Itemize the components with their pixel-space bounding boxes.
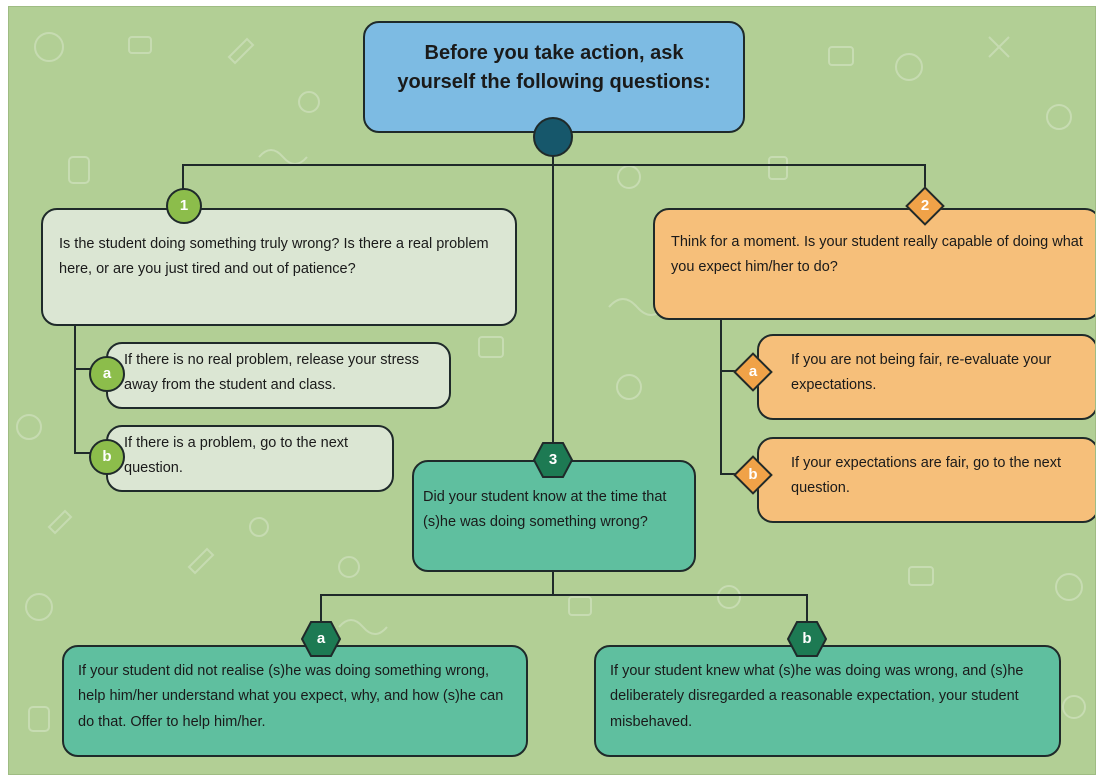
question-2-number: 2 (920, 197, 930, 214)
question-3-option-a-box: If your student did not realise (s)he wa… (62, 645, 528, 757)
question-1-option-b-letter: b (102, 448, 112, 465)
question-2-option-a-letter: a (748, 363, 758, 380)
question-1-option-b-box: If there is a problem, go to the next qu… (106, 425, 394, 492)
hexagon-icon (533, 442, 573, 478)
question-2-box: Think for a moment. Is your student real… (653, 208, 1095, 320)
question-1-number-badge: 1 (166, 188, 202, 224)
question-2-option-a-text: If you are not being fair, re-evaluate y… (791, 352, 1052, 394)
question-1-option-b-badge: b (89, 439, 125, 475)
question-1-option-b-text: If there is a problem, go to the next qu… (124, 435, 349, 477)
question-1-option-a-text: If there is no real problem, release you… (124, 352, 419, 394)
question-3-text: Did your student know at the time that (… (423, 489, 667, 531)
question-3-option-b-text: If your student knew what (s)he was doin… (610, 663, 1024, 730)
title-line-2: yourself the following questions: (397, 71, 711, 93)
question-1-option-a-box: If there is no real problem, release you… (106, 342, 451, 409)
question-2-option-a-box: If you are not being fair, re-evaluate y… (757, 334, 1095, 420)
question-3-option-a-letter: a (316, 630, 326, 647)
question-3-option-b-letter: b (802, 630, 812, 647)
title-box: Before you take action, ask yourself the… (363, 21, 745, 133)
title-connector-dot (533, 117, 573, 157)
question-3-option-a-badge: a (301, 621, 341, 657)
top-branch-line (182, 164, 926, 191)
hexagon-icon (301, 621, 341, 657)
question-3-number: 3 (548, 451, 558, 468)
question-2-option-b-box: If your expectations are fair, go to the… (757, 437, 1095, 523)
question-2-option-b-letter: b (748, 466, 758, 483)
q3-branch-b (553, 594, 808, 627)
title-line-1: Before you take action, ask (424, 42, 684, 64)
question-2-text: Think for a moment. Is your student real… (671, 234, 1083, 276)
question-1-box: Is the student doing something truly wro… (41, 208, 517, 326)
hexagon-icon (787, 621, 827, 657)
question-1-text: Is the student doing something truly wro… (59, 236, 489, 278)
q3-branch-a (320, 571, 554, 627)
question-1-option-a-letter: a (102, 365, 112, 382)
question-2-option-b-text: If your expectations are fair, go to the… (791, 455, 1062, 497)
question-3-option-b-box: If your student knew what (s)he was doin… (594, 645, 1061, 757)
question-3-option-b-badge: b (787, 621, 827, 657)
flowchart-canvas: Before you take action, ask yourself the… (8, 6, 1096, 775)
question-1-number: 1 (179, 197, 189, 214)
question-1-option-a-badge: a (89, 356, 125, 392)
question-3-number-badge: 3 (533, 442, 573, 478)
question-3-option-a-text: If your student did not realise (s)he wa… (78, 663, 504, 730)
question-3-box: Did your student know at the time that (… (412, 460, 696, 572)
